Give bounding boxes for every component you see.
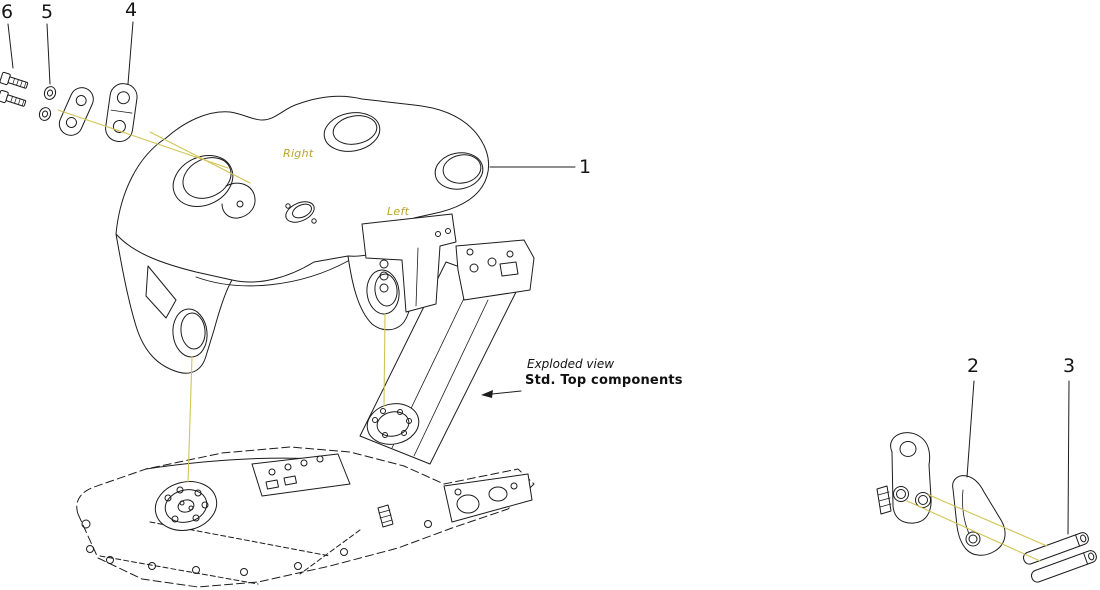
callout-line-4 xyxy=(127,21,134,85)
mounting-flange xyxy=(154,481,218,531)
callout-line-2 xyxy=(966,380,975,478)
bracket-part-2 xyxy=(876,432,1006,556)
caption-exploded-view: Exploded view xyxy=(527,357,615,371)
hook-cutout xyxy=(221,182,256,219)
callout-number-4: 4 xyxy=(125,0,138,21)
callout-lines xyxy=(7,21,1070,535)
caption-arrow xyxy=(481,390,522,398)
callout-line-3 xyxy=(1067,380,1070,535)
pins-part-3 xyxy=(1022,532,1097,583)
bolt-heads xyxy=(81,519,432,576)
link-plate xyxy=(58,87,94,136)
callout-number-5: 5 xyxy=(41,1,54,23)
valve-block xyxy=(251,453,351,497)
base-outline xyxy=(76,446,535,588)
lock-plate-part-4 xyxy=(105,83,138,143)
callout-number-6: 6 xyxy=(1,1,14,23)
hatched-pin xyxy=(876,485,892,515)
latch-assembly xyxy=(361,213,535,313)
base-deck-line xyxy=(145,457,319,470)
caption-std-top-components: Std. Top components xyxy=(525,373,683,388)
bolts-part-6 xyxy=(0,71,29,107)
hatched-fitting xyxy=(377,504,394,528)
right-manifold xyxy=(443,473,533,523)
callout-line-5 xyxy=(46,23,51,85)
callout-number-1: 1 xyxy=(579,156,592,178)
callout-number-3: 3 xyxy=(1063,355,1076,377)
base-assembly xyxy=(76,446,535,588)
washers-part-5 xyxy=(38,86,57,121)
callout-number-2: 2 xyxy=(967,355,980,377)
leader-lines xyxy=(57,109,1048,562)
stop-bracket xyxy=(952,475,1006,556)
rotator-boss xyxy=(366,403,420,445)
orientation-label-right: Right xyxy=(283,147,314,160)
fastener-parts xyxy=(0,71,138,143)
callout-line-6 xyxy=(7,23,14,69)
orientation-label-left: Left xyxy=(387,205,410,218)
